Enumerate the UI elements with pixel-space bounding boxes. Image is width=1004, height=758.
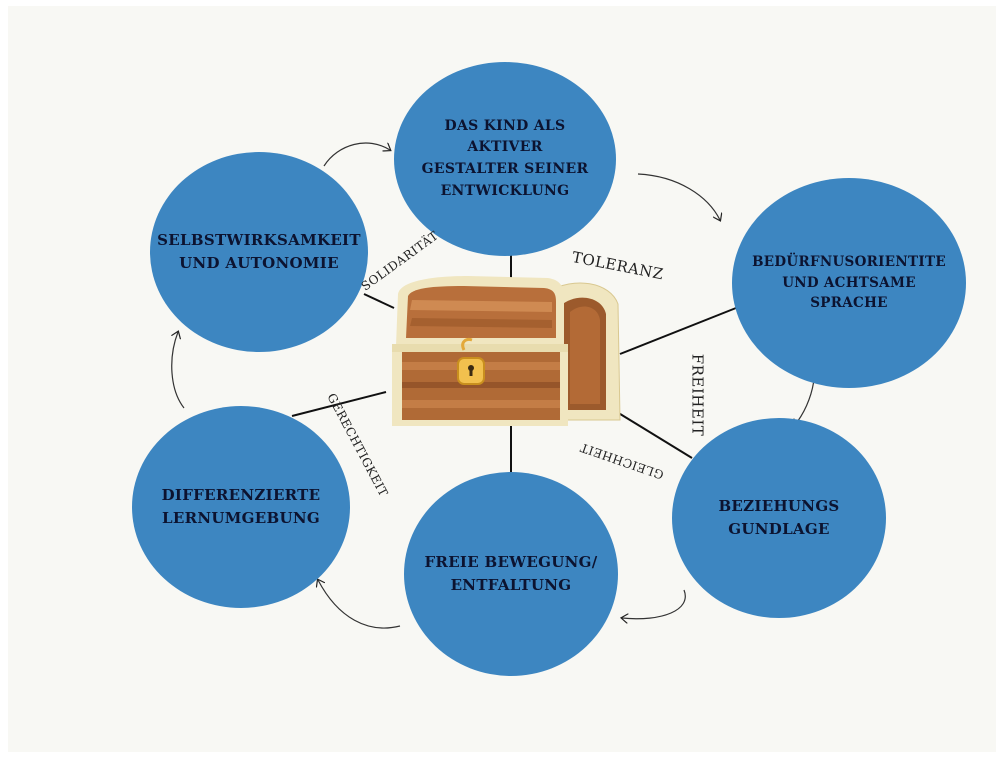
connector-layer (171, 142, 816, 629)
circle-label: DAS KIND ALS AKTIVER GESTALTER SEINER EN… (421, 117, 589, 199)
cycle-arrow-4 (622, 589, 686, 619)
cycle-arrow-1 (323, 142, 390, 167)
connector-line-beziehung (611, 408, 693, 459)
diagram-canvas: DAS KIND ALS AKTIVER GESTALTER SEINER EN… (8, 6, 996, 752)
circle-differenzierte-lernumgebung: DIFFERENZIERTE LERNUMGEBUNG (132, 406, 350, 608)
cycle-arrow-6 (171, 332, 185, 409)
circle-beziehungsgrundlage: BEZIEHUNGS GUNDLAGE (672, 418, 886, 618)
circle-label: DIFFERENZIERTE LERNUMGEBUNG (161, 485, 321, 527)
connector-line-lernumgebung (291, 391, 387, 417)
circle-beduerfnisorientierte-sprache: BEDÜRFNUSORIENTITE UND ACHTSAME SPRACHE (732, 178, 966, 388)
cycle-arrow-5 (318, 580, 401, 629)
circle-selbstwirksamkeit: SELBSTWIRKSAMKEIT UND AUTONOMIE (150, 152, 368, 352)
circle-label: SELBSTWIRKSAMKEIT UND AUTONOMIE (157, 230, 361, 272)
connector-line-selbst (363, 293, 395, 309)
value-label-freiheit: FREIHEIT (688, 353, 707, 437)
circle-label: FREIE BEWEGUNG/ ENTFALTUNG (424, 552, 598, 594)
connector-line-beduerfnis (619, 307, 737, 355)
circle-label: BEDÜRFNUSORIENTITE UND ACHTSAME SPRACHE (752, 253, 946, 312)
treasure-chest-icon (392, 276, 621, 426)
circle-label: BEZIEHUNGS GUNDLAGE (718, 496, 840, 538)
circle-freie-bewegung: FREIE BEWEGUNG/ ENTFALTUNG (404, 472, 618, 676)
cycle-arrow-2 (637, 173, 720, 220)
circle-kind-aktiver-gestalter: DAS KIND ALS AKTIVER GESTALTER SEINER EN… (394, 62, 616, 256)
